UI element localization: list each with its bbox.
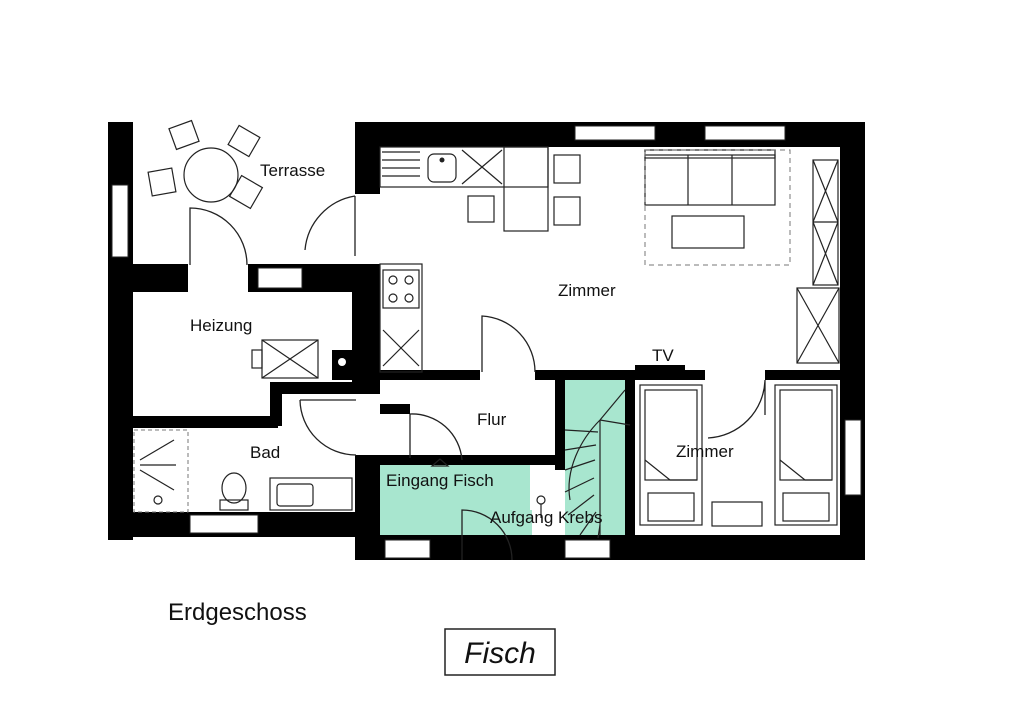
wall <box>635 365 685 380</box>
wall <box>535 370 705 380</box>
label-living-room: Zimmer <box>558 281 616 300</box>
window <box>111 184 129 258</box>
door <box>409 413 463 461</box>
label-bath: Bad <box>250 443 280 462</box>
dining-table-icon <box>147 119 264 210</box>
label-stairs: Aufgang Krebs <box>490 508 602 527</box>
kitchen-counter <box>379 146 581 373</box>
door <box>304 195 356 256</box>
window <box>564 539 611 559</box>
door <box>707 379 766 439</box>
window <box>704 125 786 141</box>
wall <box>355 122 380 194</box>
door <box>299 399 357 456</box>
wall <box>765 370 845 380</box>
toilet-icon <box>219 472 249 511</box>
window <box>844 419 862 496</box>
wall <box>380 370 480 380</box>
wall <box>625 378 635 538</box>
wall <box>130 416 278 428</box>
unit-name-box <box>444 628 556 676</box>
wall <box>355 455 380 560</box>
stair-highlight <box>565 378 630 540</box>
label-entrance: Eingang Fisch <box>386 471 494 490</box>
kitchen-sink-icon <box>427 153 457 183</box>
wall <box>555 370 565 470</box>
shower-icon <box>133 429 189 513</box>
windows <box>111 125 862 559</box>
floor-title: Erdgeschoss <box>168 599 307 626</box>
highlight-areas <box>380 378 630 558</box>
cabinet <box>796 159 840 364</box>
stove-icon <box>382 269 420 309</box>
label-heating: Heizung <box>190 316 252 335</box>
window <box>189 514 259 534</box>
spiral-staircase <box>430 389 631 539</box>
bed-icon <box>639 384 838 527</box>
door <box>481 315 536 373</box>
bathroom-fixtures <box>133 429 353 513</box>
window <box>257 267 303 289</box>
wall <box>380 404 410 414</box>
label-hall: Flur <box>477 410 507 429</box>
wall <box>352 264 380 394</box>
door <box>461 509 513 561</box>
window <box>384 539 431 559</box>
wall <box>380 455 565 465</box>
door <box>189 207 248 266</box>
sofa-icon <box>644 149 791 266</box>
label-terrace: Terrasse <box>260 161 325 180</box>
label-bedroom: Zimmer <box>676 442 734 461</box>
wall <box>108 264 188 292</box>
boiler-icon <box>251 339 352 380</box>
label-tv: TV <box>652 346 674 365</box>
sink-icon <box>269 477 353 511</box>
unit-name: Fisch <box>464 637 536 670</box>
window <box>574 125 656 141</box>
doors <box>189 195 766 561</box>
